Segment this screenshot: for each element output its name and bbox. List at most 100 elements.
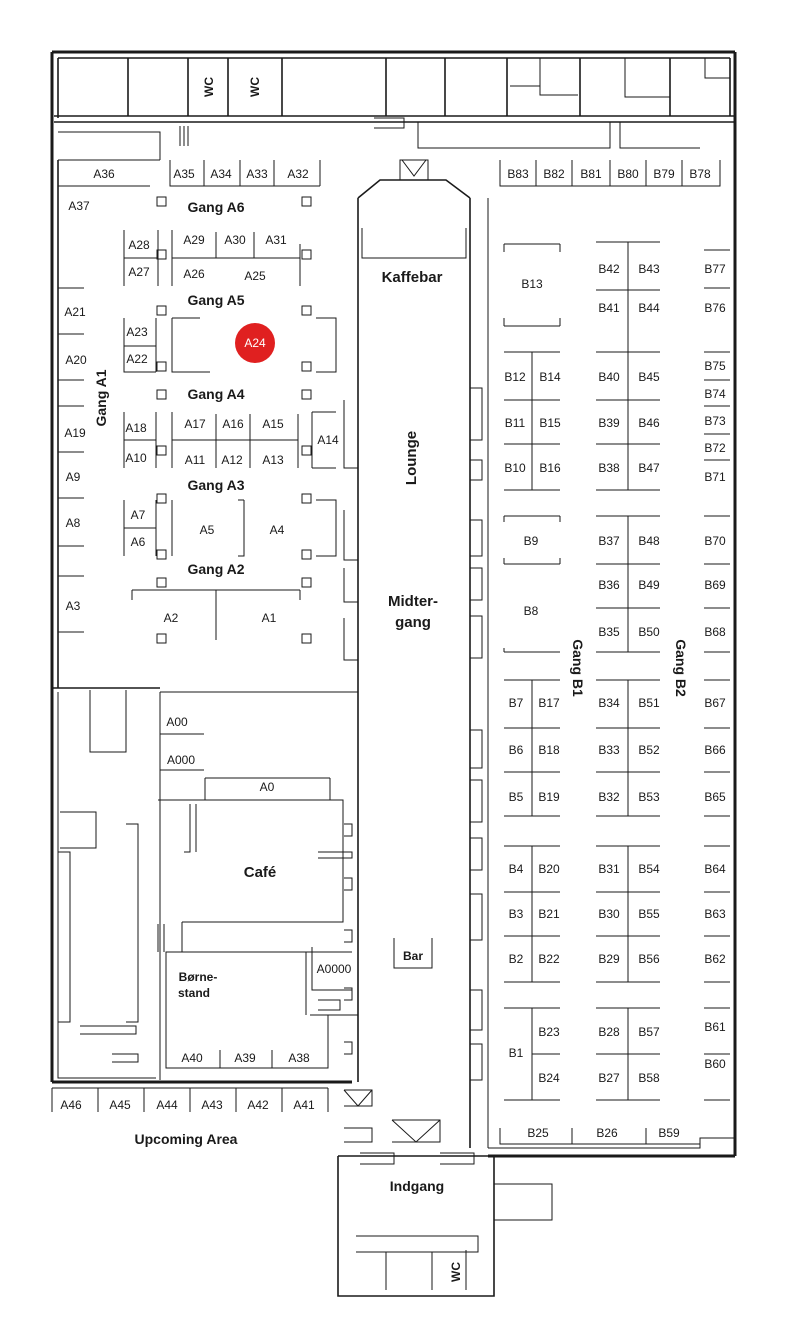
booth-b55[interactable]: B55 — [638, 907, 660, 921]
booth-a40[interactable]: A40 — [181, 1051, 203, 1065]
booth-b35[interactable]: B35 — [598, 625, 620, 639]
booth-b63[interactable]: B63 — [704, 907, 726, 921]
booth-b4[interactable]: B4 — [509, 862, 524, 876]
booth-a38[interactable]: A38 — [288, 1051, 310, 1065]
booth-a00[interactable]: A00 — [166, 715, 188, 729]
booth-b61[interactable]: B61 — [704, 1020, 726, 1034]
booth-b38[interactable]: B38 — [598, 461, 620, 475]
booth-b82[interactable]: B82 — [543, 167, 565, 181]
booth-a23[interactable]: A23 — [126, 325, 148, 339]
booth-b22[interactable]: B22 — [538, 952, 560, 966]
booth-a29[interactable]: A29 — [183, 233, 205, 247]
booth-b12[interactable]: B12 — [504, 370, 526, 384]
booth-a3[interactable]: A3 — [66, 599, 81, 613]
booth-a12[interactable]: A12 — [221, 453, 243, 467]
booth-b47[interactable]: B47 — [638, 461, 660, 475]
booth-b15[interactable]: B15 — [539, 416, 561, 430]
booth-b41[interactable]: B41 — [598, 301, 620, 315]
booth-b67[interactable]: B67 — [704, 696, 726, 710]
booth-a45[interactable]: A45 — [109, 1098, 131, 1112]
booth-b17[interactable]: B17 — [538, 696, 560, 710]
booth-b46[interactable]: B46 — [638, 416, 660, 430]
booth-b74[interactable]: B74 — [704, 387, 726, 401]
booth-a25[interactable]: A25 — [244, 269, 266, 283]
booth-a26[interactable]: A26 — [183, 267, 205, 281]
booth-b9[interactable]: B9 — [524, 534, 539, 548]
booth-b34[interactable]: B34 — [598, 696, 620, 710]
booth-b68[interactable]: B68 — [704, 625, 726, 639]
booth-b73[interactable]: B73 — [704, 414, 726, 428]
booth-b6[interactable]: B6 — [509, 743, 524, 757]
booth-b20[interactable]: B20 — [538, 862, 560, 876]
booth-b57[interactable]: B57 — [638, 1025, 660, 1039]
booth-b56[interactable]: B56 — [638, 952, 660, 966]
booth-a41[interactable]: A41 — [293, 1098, 315, 1112]
highlight-marker[interactable] — [235, 323, 275, 363]
booth-b23[interactable]: B23 — [538, 1025, 560, 1039]
booth-b69[interactable]: B69 — [704, 578, 726, 592]
booth-b36[interactable]: B36 — [598, 578, 620, 592]
booth-a0[interactable]: A0 — [260, 780, 275, 794]
booth-a39[interactable]: A39 — [234, 1051, 256, 1065]
booth-b31[interactable]: B31 — [598, 862, 620, 876]
booth-b19[interactable]: B19 — [538, 790, 560, 804]
booth-b3[interactable]: B3 — [509, 907, 524, 921]
booth-b83[interactable]: B83 — [507, 167, 529, 181]
booth-b81[interactable]: B81 — [580, 167, 602, 181]
booth-b65[interactable]: B65 — [704, 790, 726, 804]
booth-b52[interactable]: B52 — [638, 743, 660, 757]
booth-a7[interactable]: A7 — [131, 508, 146, 522]
booth-a46[interactable]: A46 — [60, 1098, 82, 1112]
booth-a000[interactable]: A000 — [167, 753, 195, 767]
booth-a1[interactable]: A1 — [262, 611, 277, 625]
booth-b78[interactable]: B78 — [689, 167, 711, 181]
booth-b44[interactable]: B44 — [638, 301, 660, 315]
booth-b51[interactable]: B51 — [638, 696, 660, 710]
booth-a30[interactable]: A30 — [224, 233, 246, 247]
booth-b58[interactable]: B58 — [638, 1071, 660, 1085]
booth-b60[interactable]: B60 — [704, 1057, 726, 1071]
booth-a9[interactable]: A9 — [66, 470, 81, 484]
booth-b32[interactable]: B32 — [598, 790, 620, 804]
booth-b25[interactable]: B25 — [527, 1126, 549, 1140]
booth-b77[interactable]: B77 — [704, 262, 726, 276]
booth-b16[interactable]: B16 — [539, 461, 561, 475]
booth-b11[interactable]: B11 — [505, 416, 526, 430]
booth-b50[interactable]: B50 — [638, 625, 660, 639]
booth-b42[interactable]: B42 — [598, 262, 620, 276]
booth-a32[interactable]: A32 — [287, 167, 309, 181]
booth-a5[interactable]: A5 — [200, 523, 215, 537]
booth-b75[interactable]: B75 — [704, 359, 726, 373]
booth-a13[interactable]: A13 — [262, 453, 284, 467]
booth-a19[interactable]: A19 — [64, 426, 86, 440]
booth-b80[interactable]: B80 — [617, 167, 639, 181]
booth-b64[interactable]: B64 — [704, 862, 726, 876]
booth-b76[interactable]: B76 — [704, 301, 726, 315]
booth-a16[interactable]: A16 — [222, 417, 244, 431]
booth-b21[interactable]: B21 — [538, 907, 560, 921]
booth-a0000[interactable]: A0000 — [317, 962, 352, 976]
booth-b40[interactable]: B40 — [598, 370, 620, 384]
booth-a2[interactable]: A2 — [164, 611, 179, 625]
booth-b28[interactable]: B28 — [598, 1025, 620, 1039]
booth-b1[interactable]: B1 — [509, 1046, 524, 1060]
booth-b13[interactable]: B13 — [521, 277, 543, 291]
booth-b79[interactable]: B79 — [653, 167, 675, 181]
booth-a28[interactable]: A28 — [128, 238, 150, 252]
booth-a43[interactable]: A43 — [201, 1098, 223, 1112]
booth-b70[interactable]: B70 — [704, 534, 726, 548]
booth-a4[interactable]: A4 — [270, 523, 285, 537]
booth-b8[interactable]: B8 — [524, 604, 539, 618]
booth-a42[interactable]: A42 — [247, 1098, 269, 1112]
booth-a36[interactable]: A36 — [93, 167, 115, 181]
booth-b2[interactable]: B2 — [509, 952, 524, 966]
booth-b43[interactable]: B43 — [638, 262, 660, 276]
booth-a27[interactable]: A27 — [128, 265, 150, 279]
booth-a34[interactable]: A34 — [210, 167, 232, 181]
booth-b33[interactable]: B33 — [598, 743, 620, 757]
booth-b14[interactable]: B14 — [539, 370, 561, 384]
booth-a31[interactable]: A31 — [265, 233, 287, 247]
booth-a37[interactable]: A37 — [68, 199, 90, 213]
booth-a21[interactable]: A21 — [64, 305, 86, 319]
booth-b48[interactable]: B48 — [638, 534, 660, 548]
